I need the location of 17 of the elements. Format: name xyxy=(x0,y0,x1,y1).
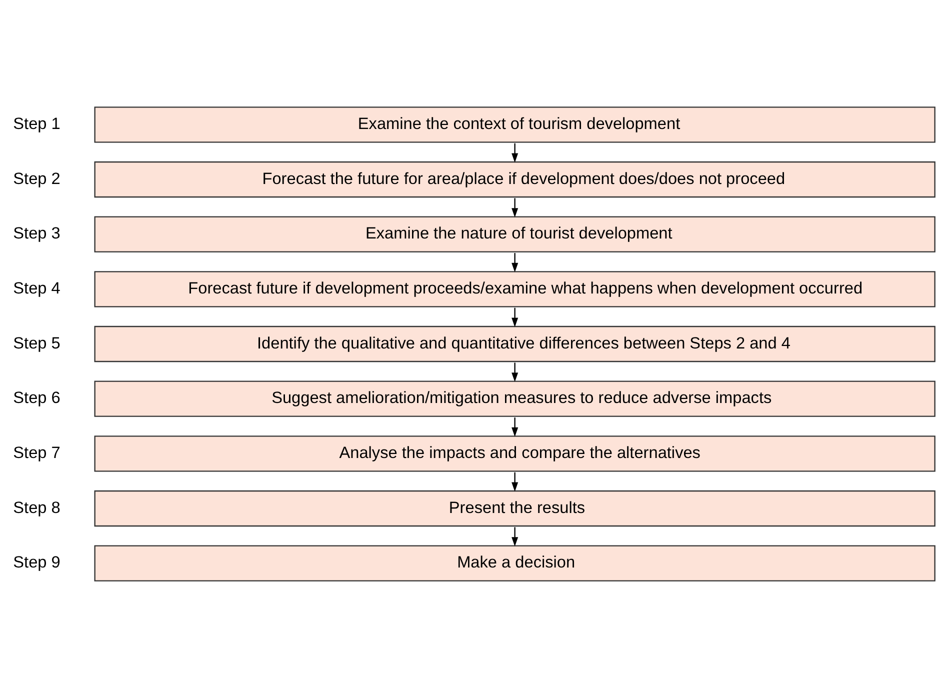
node-label: Step 1 xyxy=(13,114,60,132)
node-label: Step 8 xyxy=(13,498,60,516)
arrow xyxy=(512,307,518,327)
node-label: Step 7 xyxy=(13,443,60,462)
arrow xyxy=(512,142,518,162)
node-label: Step 9 xyxy=(13,553,60,572)
node-label: Step 4 xyxy=(13,278,60,297)
node-label: Step 2 xyxy=(13,169,60,188)
arrow xyxy=(512,252,518,272)
arrow xyxy=(512,526,518,546)
arrow xyxy=(512,198,518,217)
node-label: Step 5 xyxy=(13,334,60,352)
arrow xyxy=(512,417,518,436)
arrow xyxy=(512,362,518,382)
arrow xyxy=(512,472,518,492)
node-label: Step 3 xyxy=(13,224,60,242)
node-label: Step 6 xyxy=(13,388,60,407)
